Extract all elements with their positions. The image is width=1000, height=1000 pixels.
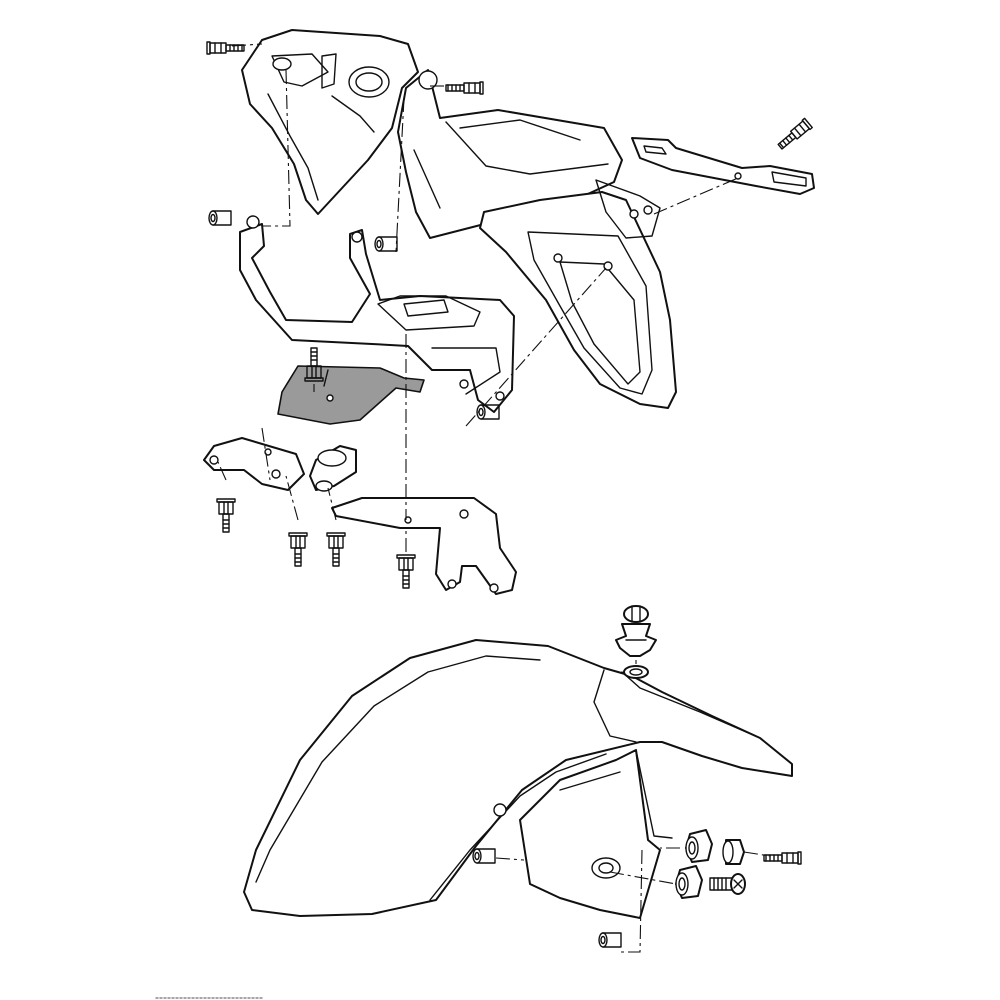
rubber-bushing-icon (675, 865, 703, 899)
nut-icon (374, 236, 398, 252)
tail-cowl-left (241, 29, 419, 215)
assembly-lines (495, 660, 771, 953)
collar-icon (722, 839, 745, 865)
clip-rivet-icon (615, 605, 657, 657)
license-bracket (631, 137, 815, 195)
bolt-icon (396, 554, 416, 589)
tail-light-stay (239, 215, 515, 413)
bolt-icon (288, 532, 308, 567)
fender-top-grommet (623, 665, 649, 679)
assembly-lines (217, 43, 739, 552)
mudguard-cover-plate (277, 365, 425, 425)
nut-icon (208, 210, 232, 226)
lower-stay (331, 497, 517, 595)
bolt-icon (775, 117, 813, 153)
nut-icon (472, 848, 496, 864)
rubber-bushing-icon (685, 829, 713, 863)
reflector-bracket (203, 437, 305, 491)
bolt-icon (216, 498, 236, 533)
screw-icon (709, 873, 746, 895)
rear-tail-assembly (203, 29, 815, 595)
fender-side-panel (493, 749, 673, 919)
bolt-icon (445, 81, 484, 95)
front-fender-assembly (243, 605, 802, 953)
nut-icon (598, 932, 622, 948)
bolt-icon (763, 851, 802, 865)
bolt-icon (206, 41, 245, 55)
rubber-damper (309, 445, 357, 492)
front-fender (243, 639, 793, 917)
bolt-icon (326, 532, 346, 567)
